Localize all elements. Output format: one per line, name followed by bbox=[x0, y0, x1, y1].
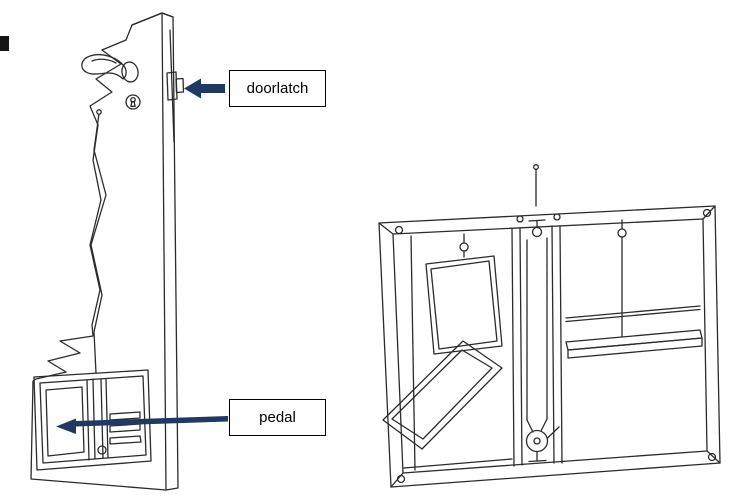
spring-bottom-taper bbox=[526, 418, 548, 433]
pedal-box-inner bbox=[39, 375, 147, 464]
door-panel-outline bbox=[30, 12, 167, 491]
pulley-cable bbox=[546, 426, 560, 439]
screw-icon bbox=[553, 213, 561, 221]
frame-corner bbox=[378, 222, 394, 235]
pedal-box-rod bbox=[100, 378, 104, 459]
callout-arrows bbox=[56, 78, 228, 434]
pulley-hub bbox=[533, 437, 541, 445]
pedal-box-outer bbox=[33, 369, 152, 471]
doorlatch-arrow bbox=[184, 78, 225, 99]
pedal-label: pedal bbox=[259, 409, 296, 426]
crossbar bbox=[565, 308, 701, 323]
doorlatch-label-box: doorlatch bbox=[229, 70, 326, 107]
cable bbox=[90, 113, 107, 374]
keyhole-escutcheon bbox=[125, 94, 141, 110]
center-strut bbox=[519, 227, 523, 466]
flap-plate bbox=[425, 255, 503, 355]
left-compartment-wall bbox=[410, 235, 416, 471]
frame-corner bbox=[706, 450, 721, 464]
door-edge-face bbox=[161, 12, 179, 491]
frame-corner bbox=[702, 205, 716, 220]
spring-top-loop bbox=[531, 226, 543, 238]
trigger-pin-tip bbox=[533, 164, 539, 170]
spring-coil bbox=[527, 239, 547, 420]
pulley bbox=[525, 429, 549, 453]
pedal-label-box: pedal bbox=[229, 399, 326, 436]
left-compartment-floor bbox=[403, 458, 513, 469]
door-figure bbox=[30, 12, 185, 491]
pedal-box-slat bbox=[109, 411, 141, 421]
hook-icon bbox=[459, 233, 469, 252]
tread-plate-surface bbox=[391, 349, 493, 440]
crossbar bbox=[565, 305, 701, 319]
pedal-arrow bbox=[56, 416, 228, 434]
pedal-plate-mesh bbox=[45, 386, 85, 457]
screw-icon bbox=[516, 215, 524, 223]
screw-icon bbox=[707, 452, 717, 462]
keyhole-slot bbox=[130, 100, 136, 107]
doorlatch-label: doorlatch bbox=[246, 80, 309, 97]
pedal-box-divider bbox=[92, 378, 96, 460]
spring-hanger-bar bbox=[528, 219, 546, 222]
shelf-front bbox=[567, 337, 703, 359]
pedal-box-pulley bbox=[97, 445, 107, 455]
pedal-box-rod bbox=[105, 378, 109, 459]
latch-faceplate bbox=[166, 71, 178, 101]
pulley-base bbox=[528, 459, 547, 463]
frame-outer bbox=[378, 205, 721, 488]
handle-lever-accent bbox=[91, 58, 117, 64]
center-strut bbox=[551, 225, 555, 464]
door-edge-plate-line bbox=[169, 29, 175, 143]
tread-plate bbox=[382, 340, 503, 450]
screw-icon bbox=[396, 474, 406, 484]
pedal-box-slat bbox=[109, 435, 142, 445]
pedal-box-divider bbox=[86, 379, 90, 461]
flap-plate-inner bbox=[430, 260, 498, 350]
latch-bolt bbox=[175, 77, 185, 94]
handle-rosette bbox=[121, 61, 139, 83]
handle-lever bbox=[81, 53, 127, 80]
center-strut bbox=[559, 225, 563, 464]
mechanism-figure bbox=[378, 164, 721, 488]
screw-icon bbox=[702, 208, 712, 218]
page-edge-mark bbox=[0, 36, 9, 51]
center-strut bbox=[511, 228, 515, 467]
screw-icon bbox=[394, 225, 404, 235]
